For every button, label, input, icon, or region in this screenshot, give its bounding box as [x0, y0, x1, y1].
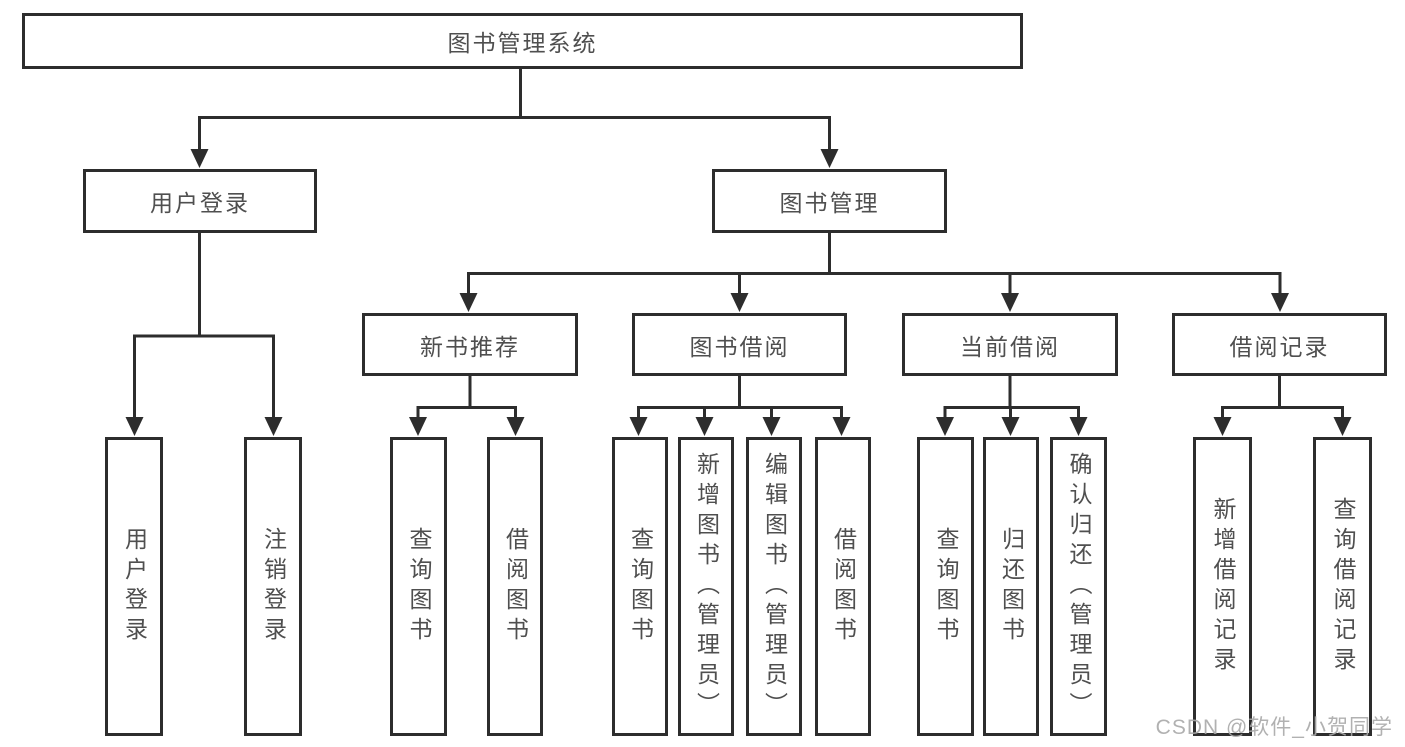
arrow-down-icon	[1271, 293, 1289, 312]
leaf-borrow-book-recommend: 借阅图书	[487, 437, 543, 736]
node-new-book-recommend: 新书推荐	[362, 313, 578, 376]
arrow-down-icon	[832, 417, 851, 436]
node-label: 用户登录	[150, 190, 250, 216]
arrow-down-icon	[695, 417, 714, 436]
arrow-down-icon	[1069, 417, 1088, 436]
node-label: 查询图书	[406, 526, 432, 647]
node-label: 查询图书	[933, 526, 959, 647]
arrow-down-icon	[1001, 417, 1020, 436]
leaf-query-book-current: 查询图书	[917, 437, 974, 736]
node-label: 图书管理系统	[447, 30, 598, 56]
node-borrow-record: 借阅记录	[1172, 313, 1387, 376]
node-root: 图书管理系统	[22, 13, 1023, 69]
leaf-add-book-admin: 新增图书（管理员）	[678, 437, 734, 736]
node-label: 查询借阅记录	[1330, 496, 1356, 677]
arrow-down-icon	[936, 417, 954, 436]
arrow-down-icon	[125, 417, 144, 436]
leaf-return-book: 归还图书	[983, 437, 1039, 736]
node-label: 借阅图书	[502, 526, 529, 647]
node-label: 编辑图书（管理员）	[761, 451, 788, 722]
arrow-down-icon	[459, 293, 478, 312]
node-label: 归还图书	[998, 526, 1025, 647]
node-label: 注销登录	[260, 526, 287, 647]
leaf-query-borrow-record: 查询借阅记录	[1313, 437, 1372, 736]
node-label: 查询图书	[627, 526, 654, 647]
node-book-management: 图书管理	[712, 169, 947, 233]
arrow-down-icon	[762, 417, 781, 436]
node-user-login: 用户登录	[83, 169, 317, 233]
node-label: 图书借阅	[689, 333, 790, 360]
arrow-down-icon	[1001, 293, 1019, 312]
node-label: 图书管理	[779, 190, 880, 216]
arrow-down-icon	[629, 417, 648, 436]
node-label: 借阅图书	[830, 526, 857, 647]
arrow-down-icon	[820, 149, 839, 168]
arrow-down-icon	[190, 149, 209, 168]
arrow-down-icon	[1333, 417, 1352, 436]
arrow-down-icon	[264, 417, 283, 436]
node-label: 新增图书（管理员）	[693, 451, 720, 722]
node-label: 新增借阅记录	[1210, 496, 1236, 677]
node-label: 借阅记录	[1229, 333, 1330, 360]
leaf-edit-book-admin: 编辑图书（管理员）	[746, 437, 802, 736]
leaf-add-borrow-record: 新增借阅记录	[1193, 437, 1252, 736]
node-book-borrow: 图书借阅	[632, 313, 847, 376]
node-current-borrow: 当前借阅	[902, 313, 1118, 376]
arrow-down-icon	[1213, 417, 1232, 436]
leaf-logout: 注销登录	[244, 437, 302, 736]
node-label: 用户登录	[121, 526, 148, 647]
node-label: 当前借阅	[960, 333, 1060, 360]
leaf-confirm-return-admin: 确认归还（管理员）	[1050, 437, 1107, 736]
leaf-user-login: 用户登录	[105, 437, 163, 736]
arrow-down-icon	[506, 417, 525, 436]
leaf-query-book-borrow: 查询图书	[612, 437, 668, 736]
node-label: 确认归还（管理员）	[1066, 451, 1092, 722]
node-label: 新书推荐	[420, 333, 520, 360]
arrow-down-icon	[409, 417, 427, 436]
leaf-query-book-recommend: 查询图书	[390, 437, 447, 736]
arrow-down-icon	[730, 293, 749, 312]
leaf-borrow-book: 借阅图书	[815, 437, 871, 736]
